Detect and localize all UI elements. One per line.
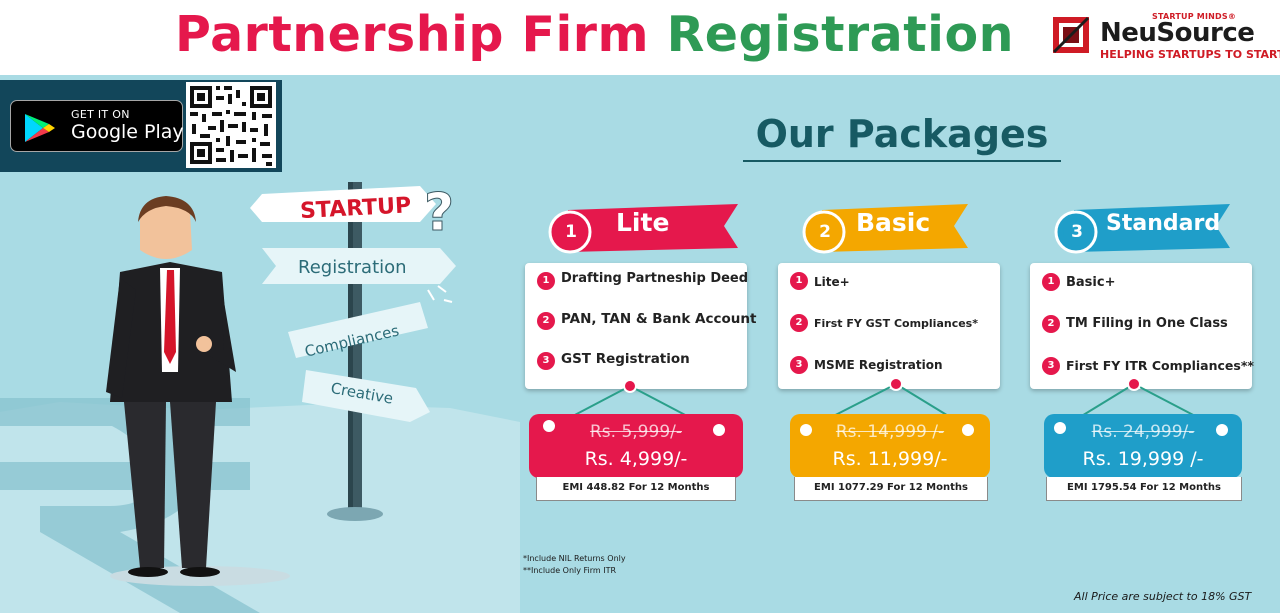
feature-item: First FY ITR Compliances** (1066, 358, 1254, 373)
logo-subtitle: HELPING STARTUPS TO START (1100, 48, 1280, 61)
sign-registration-label: Registration (298, 257, 407, 278)
feature-number: 2 (790, 314, 808, 332)
businessman-figure (106, 196, 236, 577)
pin (1216, 424, 1228, 436)
sign-creative: Creative (302, 370, 430, 422)
google-play-get-label: GET IT ON (71, 108, 130, 121)
package-number: 2 (811, 218, 839, 246)
qr-code-icon[interactable] (186, 82, 276, 168)
package-features-card: 1 Drafting Partneship Deed 2 PAN, TAN & … (525, 263, 756, 389)
feature-number: 1 (537, 272, 555, 290)
logo-mark-icon (1052, 16, 1090, 54)
price-box: Rs. 14,999 /- Rs. 11,999/- (790, 414, 990, 478)
emi-label: EMI 1795.54 For 12 Months (1046, 477, 1242, 501)
package-name: Lite (616, 208, 670, 237)
google-play-icon (25, 114, 55, 142)
feature-item: Drafting Partneship Deed (561, 271, 749, 286)
pin (800, 424, 812, 436)
pin (1054, 422, 1066, 434)
old-price: Rs. 24,999/- (1091, 422, 1195, 442)
package-standard[interactable]: 3 Standard 1 Basic+ 2 TM Filing in One C… (1024, 0, 1254, 613)
gst-note: All Price are subject to 18% GST (1074, 590, 1252, 603)
feature-item: First FY GST Compliances* (814, 317, 978, 330)
old-price: Rs. 14,999 /- (835, 422, 945, 442)
pin (962, 424, 974, 436)
new-price: Rs. 19,999 /- (1082, 448, 1204, 470)
feature-item: TM Filing in One Class (1066, 316, 1228, 331)
google-play-button[interactable]: GET IT ON Google Play (10, 100, 184, 152)
new-price: Rs. 4,999/- (584, 448, 688, 470)
sign-registration: Registration (262, 248, 456, 284)
package-lite[interactable]: 1 Lite 1 Drafting Partneship Deed 2 PAN,… (520, 0, 756, 613)
feature-number: 1 (790, 272, 808, 290)
package-number: 1 (557, 218, 585, 246)
neusource-logo[interactable]: STARTUP MINDS® NeuSource HELPING STARTUP… (1050, 12, 1280, 62)
feature-item: MSME Registration (814, 358, 943, 372)
feature-item: Basic+ (1066, 275, 1116, 290)
package-basic[interactable]: 2 Basic 1 Lite+ 2 First FY GST Complianc… (772, 0, 1002, 613)
package-number: 3 (1063, 218, 1091, 246)
feature-number: 3 (1042, 357, 1060, 375)
package-features-card: 1 Basic+ 2 TM Filing in One Class 3 Firs… (1030, 263, 1254, 389)
feature-item: PAN, TAN & Bank Account (561, 311, 757, 327)
new-price: Rs. 11,999/- (832, 448, 948, 470)
google-play-store-name: Google Play (71, 121, 184, 143)
sign-startup: STARTUP (250, 186, 436, 224)
feature-item: Lite+ (814, 275, 850, 289)
feature-number: 2 (1042, 315, 1060, 333)
footnote-firm-itr: **Include Only Firm ITR (523, 566, 617, 575)
startup-illustration: STARTUP ? Registration Compliances Creat… (0, 182, 520, 613)
emi-label: EMI 448.82 For 12 Months (536, 477, 736, 501)
old-price: Rs. 5,999/- (589, 422, 682, 442)
feature-number: 3 (537, 352, 555, 370)
pin (543, 420, 555, 432)
package-name: Basic (856, 208, 931, 237)
page-title: Partnership Firm Registration (175, 6, 1013, 63)
pin (713, 424, 725, 436)
footnote-nil-returns: *Include NIL Returns Only (523, 554, 626, 563)
price-box: Rs. 5,999/- Rs. 4,999/- (529, 414, 743, 478)
feature-number: 2 (537, 312, 555, 330)
package-features-card: 1 Lite+ 2 First FY GST Compliances* 3 MS… (778, 263, 1000, 389)
emi-label: EMI 1077.29 For 12 Months (794, 477, 988, 501)
price-box: Rs. 24,999/- Rs. 19,999 /- (1044, 414, 1242, 478)
package-name: Standard (1106, 211, 1221, 236)
title-part-1: Partnership Firm (175, 6, 650, 63)
logo-name: NeuSource (1100, 18, 1255, 48)
logo-tagline: STARTUP MINDS® (1152, 12, 1237, 21)
sign-startup-label: STARTUP (299, 193, 411, 224)
packages-heading: Our Packages (755, 112, 1049, 156)
title-part-2: Registration (666, 6, 1014, 63)
feature-number: 3 (790, 356, 808, 374)
packages-heading-underline (743, 160, 1061, 162)
feature-item: GST Registration (561, 351, 690, 367)
question-mark: ? (424, 183, 454, 243)
feature-number: 1 (1042, 273, 1060, 291)
